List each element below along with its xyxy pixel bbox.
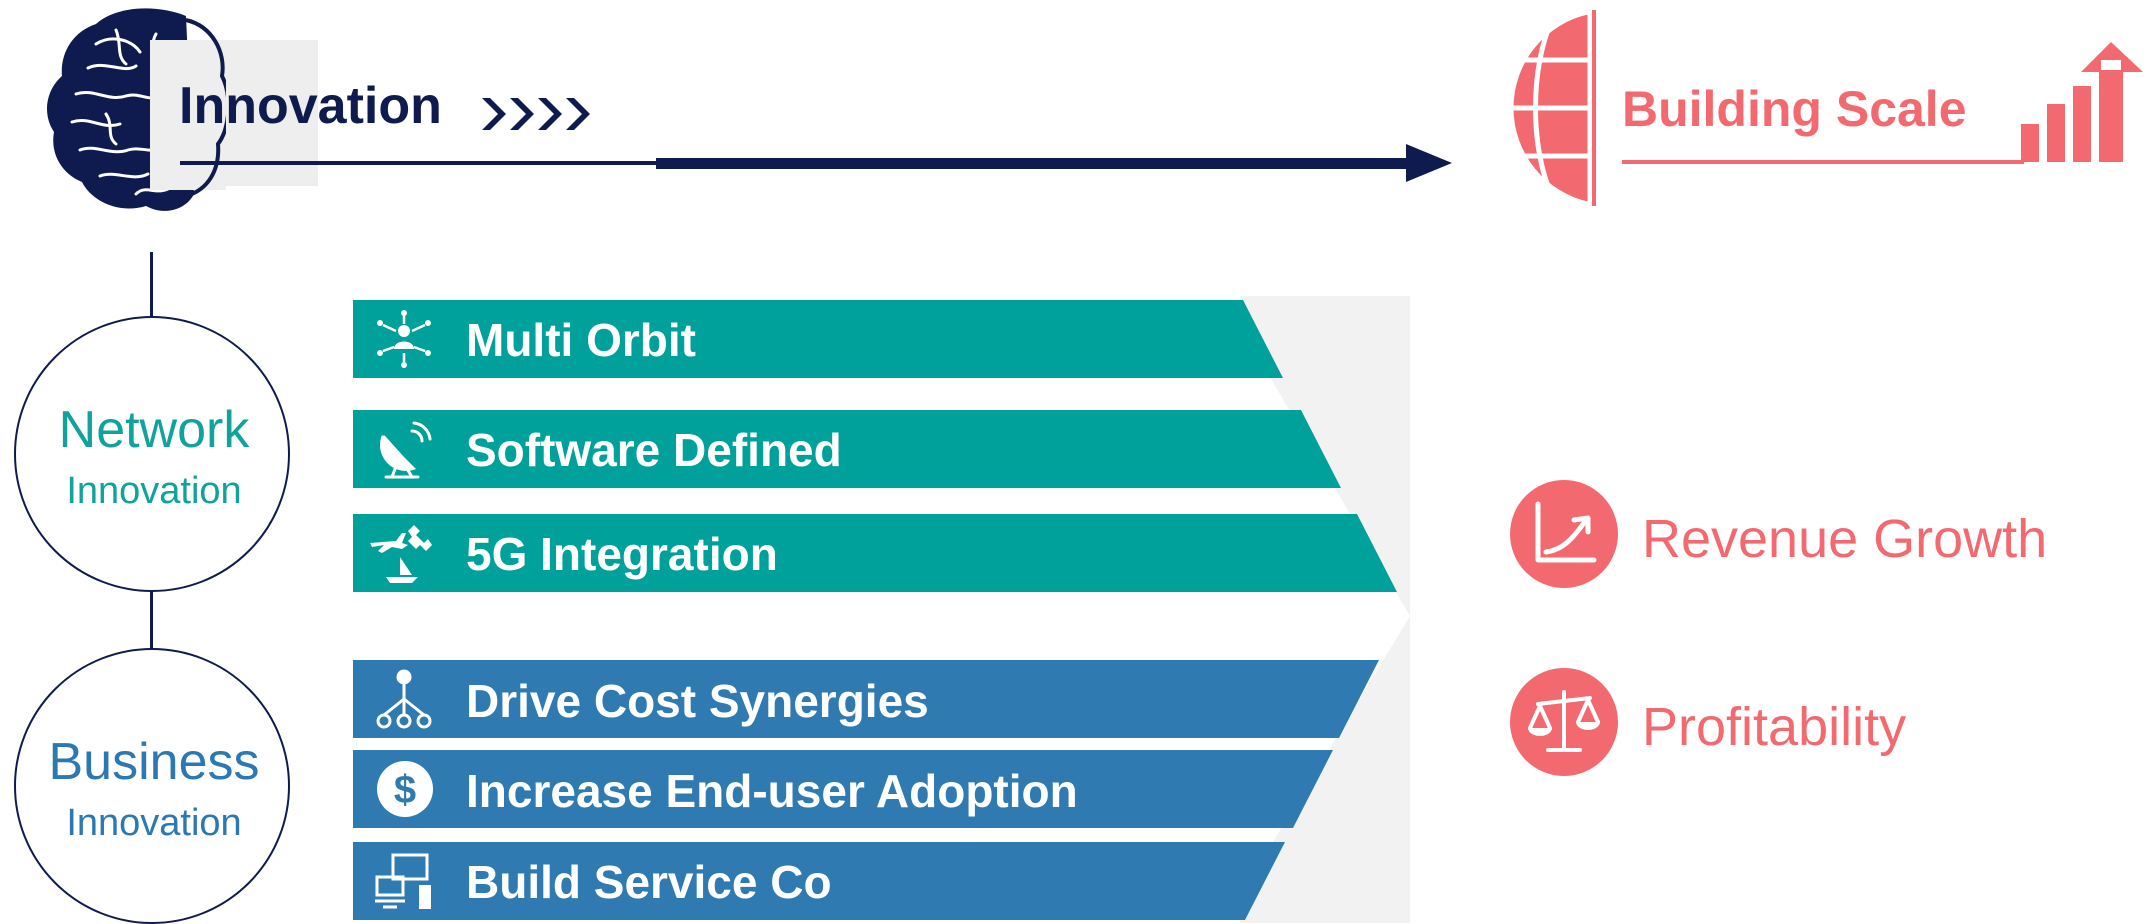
globe-icon xyxy=(1494,10,1596,206)
hierarchy-icon xyxy=(376,669,432,729)
outcome-profitability: Profitability xyxy=(1642,697,1907,757)
band-label-increase-end-user-adoption: Increase End-user Adoption xyxy=(466,765,1078,817)
band-multi-orbit xyxy=(353,300,1283,378)
band-label-multi-orbit: Multi Orbit xyxy=(466,314,696,366)
network-title: Network xyxy=(58,401,250,459)
network-innovation-circle: Network Innovation xyxy=(14,316,290,592)
bar-chart-arrow-icon xyxy=(2021,42,2143,162)
growth-chart-icon xyxy=(1510,480,1618,588)
band-label-5g-integration: 5G Integration xyxy=(466,528,778,580)
band-software-defined xyxy=(353,410,1341,488)
airplane-satellite-ship-icon xyxy=(370,525,432,583)
band-5g-integration xyxy=(353,514,1397,592)
business-innovation-circle: Business Innovation xyxy=(14,648,290,924)
chevrons-icon xyxy=(482,98,590,130)
bands-backdrop-panel xyxy=(1240,296,1410,923)
band-label-build-service-co: Build Service Co xyxy=(466,856,832,908)
network-subtitle: Innovation xyxy=(66,470,242,512)
devices-icon xyxy=(375,853,431,909)
band-increase-end-user-adoption xyxy=(353,750,1333,828)
innovation-to-scale-arrow xyxy=(180,144,1452,182)
network-hub-icon xyxy=(377,310,431,368)
band-drive-cost-synergies xyxy=(353,660,1379,738)
svg-text:$: $ xyxy=(394,768,416,812)
balance-scale-icon xyxy=(1510,668,1618,776)
band-label-software-defined: Software Defined xyxy=(466,424,842,476)
building-scale-underline xyxy=(1622,160,2024,164)
satellite-dish-icon xyxy=(380,421,432,479)
band-label-drive-cost-synergies: Drive Cost Synergies xyxy=(466,675,929,727)
innovation-title: Innovation xyxy=(179,77,442,135)
outcome-revenue-growth: Revenue Growth xyxy=(1642,509,2048,569)
dollar-icon: $ xyxy=(377,761,433,817)
band-build-service-co xyxy=(353,842,1285,920)
business-subtitle: Innovation xyxy=(66,802,242,844)
business-title: Business xyxy=(48,733,260,791)
building-scale-title: Building Scale xyxy=(1622,81,1967,137)
